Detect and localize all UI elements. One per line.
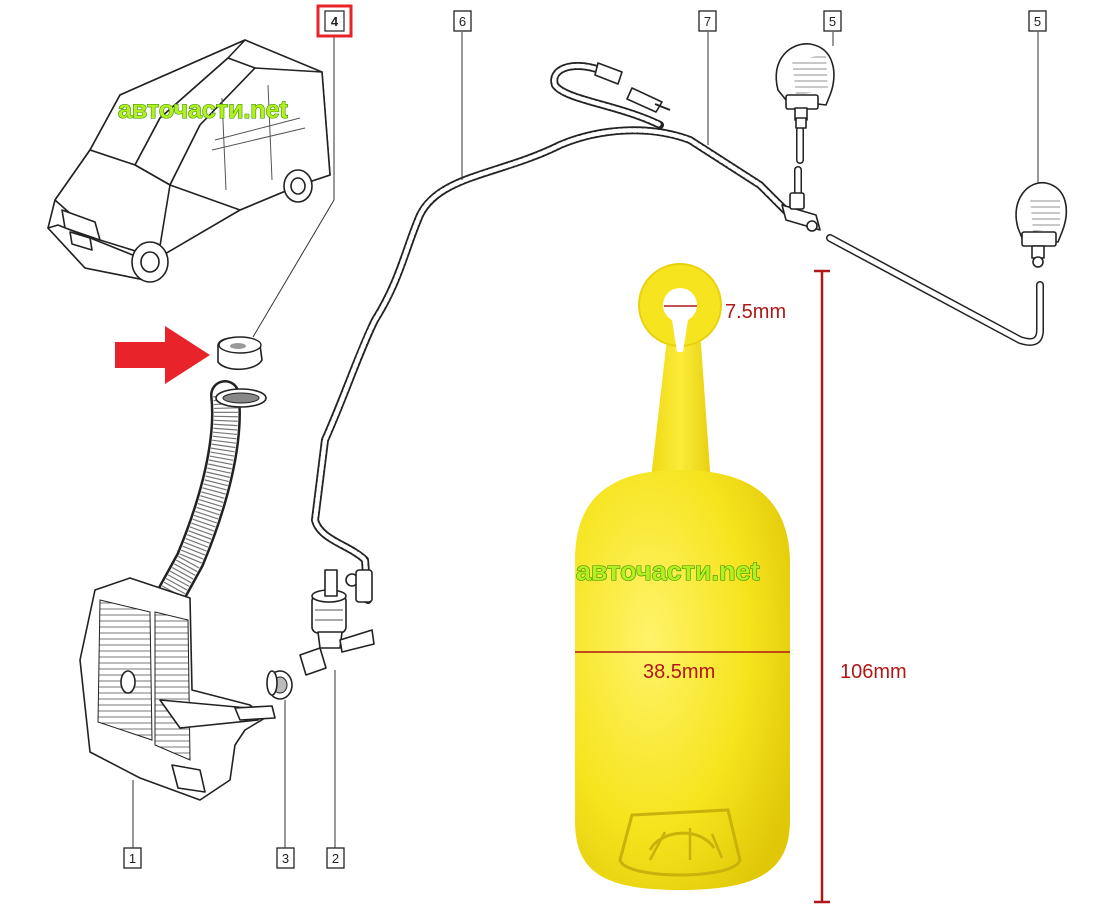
leader-lines <box>132 32 1039 848</box>
watermark-center: авточасти.net <box>576 556 759 586</box>
yellow-cap-photo <box>575 263 790 890</box>
callout-2-label: 2 <box>332 851 339 866</box>
callout-4: 4 <box>316 4 353 38</box>
washer-tank <box>79 380 276 801</box>
callout-5b-label: 5 <box>1034 14 1041 29</box>
callout-5b: 5 <box>1028 10 1047 32</box>
height-label: 106mm <box>840 661 907 683</box>
callout-4-label: 4 <box>331 14 339 29</box>
dimension-loop: 7.5mm <box>664 301 786 323</box>
callout-2: 2 <box>326 847 345 869</box>
callout-7: 7 <box>698 10 717 32</box>
washer-pump <box>299 569 375 676</box>
van-illustration <box>47 39 331 283</box>
red-arrow-icon <box>115 326 210 384</box>
dimension-height: 106mm <box>814 269 907 904</box>
filler-cap-small <box>217 336 263 371</box>
pump-grommet <box>266 670 293 700</box>
callout-3: 3 <box>276 847 295 869</box>
callout-5a-label: 5 <box>829 14 836 29</box>
washer-nozzle-a <box>775 43 835 129</box>
callout-5a: 5 <box>823 10 842 32</box>
washer-pipe-rear <box>794 126 1044 346</box>
tee-connector <box>781 192 821 232</box>
dimension-width: 38.5mm <box>575 651 790 683</box>
callout-6: 6 <box>453 10 472 32</box>
washer-nozzle-b <box>1015 182 1068 268</box>
callout-1-label: 1 <box>129 851 136 866</box>
loop-diameter-label: 7.5mm <box>725 301 786 323</box>
washer-hose-6 <box>311 126 794 604</box>
callout-7-label: 7 <box>704 14 711 29</box>
watermark-top: авточасти.net <box>118 96 289 124</box>
callout-1: 1 <box>123 847 142 869</box>
washer-hose-7 <box>550 62 671 129</box>
callout-3-label: 3 <box>282 851 289 866</box>
width-label: 38.5mm <box>643 661 715 683</box>
callout-6-label: 6 <box>459 14 466 29</box>
